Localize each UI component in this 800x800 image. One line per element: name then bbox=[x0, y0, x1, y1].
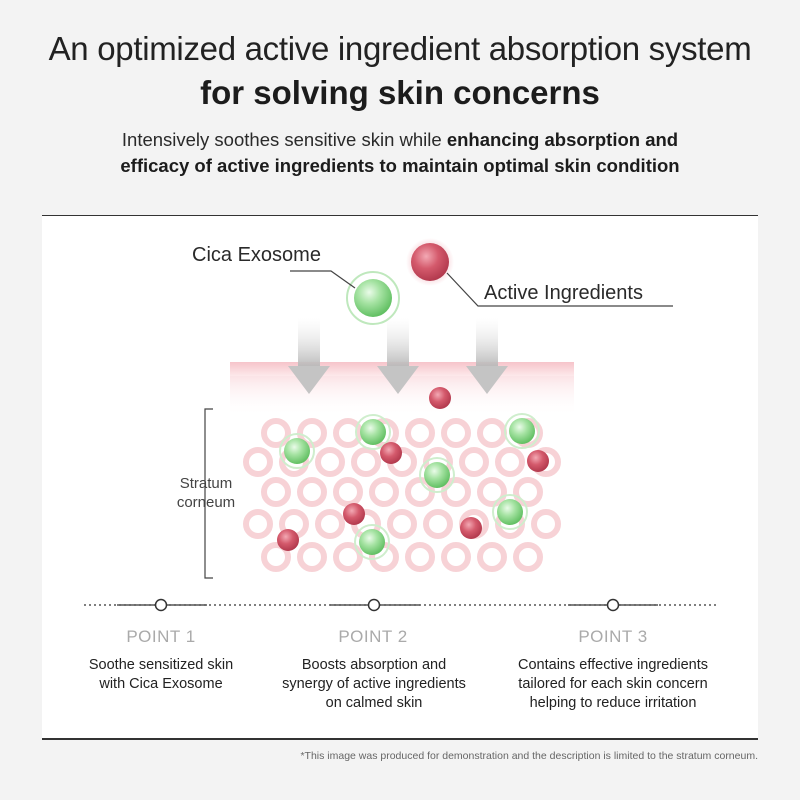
point-2-title: POINT 2 bbox=[338, 627, 408, 646]
diagram-panel bbox=[42, 216, 758, 739]
cica-exosome-molecule bbox=[424, 462, 450, 488]
cica-exosome-ring bbox=[504, 413, 540, 449]
active-ingredients-label: Active Ingredients bbox=[484, 282, 643, 304]
skin-cell bbox=[405, 542, 435, 572]
active-ingredient-molecule bbox=[380, 442, 402, 464]
active-ingredient-molecule bbox=[343, 503, 365, 525]
skin-cell bbox=[243, 447, 273, 477]
stratum-corneum-label: Stratum corneum bbox=[176, 475, 236, 511]
skin-cell bbox=[513, 477, 543, 507]
cica-exosome-molecule bbox=[497, 499, 523, 525]
skin-cell bbox=[315, 447, 345, 477]
cica-exosome-molecule bbox=[360, 419, 386, 445]
ingredient-molecules bbox=[277, 387, 549, 560]
cica-exosome-molecule bbox=[354, 279, 392, 317]
skin-cell bbox=[369, 477, 399, 507]
exosome-callout-line bbox=[290, 270, 356, 289]
subtitle-bold-1: enhancing absorption and bbox=[446, 129, 679, 150]
down-arrow-icon bbox=[377, 318, 419, 394]
skin-cell bbox=[441, 542, 471, 572]
cica-exosome-molecule bbox=[509, 418, 535, 444]
cica-exosome-ring bbox=[419, 457, 455, 493]
skin-cell bbox=[513, 542, 543, 572]
cica-exosome-ring bbox=[279, 433, 315, 469]
skin-cell bbox=[261, 477, 291, 507]
point-1-title: POINT 1 bbox=[126, 627, 196, 646]
skin-cell bbox=[441, 418, 471, 448]
skin-cell bbox=[423, 509, 453, 539]
skin-cell bbox=[351, 447, 381, 477]
skin-cell bbox=[261, 542, 291, 572]
cica-exosome-ring bbox=[346, 271, 400, 325]
skin-cell bbox=[333, 477, 363, 507]
down-arrow-icon bbox=[466, 318, 508, 394]
timeline-node bbox=[606, 598, 620, 612]
cica-exosome-molecule bbox=[284, 438, 310, 464]
headline-line-2: for solving skin concerns bbox=[200, 74, 600, 111]
subtitle-bold-2: efficacy of active ingredients to mainta… bbox=[120, 155, 680, 176]
skin-cell bbox=[477, 477, 507, 507]
headline-line-1: An optimized active ingredient absorptio… bbox=[48, 30, 752, 67]
skin-cell bbox=[459, 447, 489, 477]
skin-cell bbox=[387, 509, 417, 539]
subtitle-prefix: Intensively soothes sensitive skin while bbox=[121, 129, 447, 150]
skin-cell bbox=[297, 477, 327, 507]
subtitle: Intensively soothes sensitive skin while… bbox=[0, 127, 800, 179]
skin-cell bbox=[477, 542, 507, 572]
cica-exosome-ring bbox=[492, 494, 528, 530]
cica-exosome-label: Cica Exosome bbox=[192, 244, 321, 266]
top-divider bbox=[42, 215, 758, 217]
down-arrow-icon bbox=[288, 318, 330, 394]
skin-cell bbox=[261, 418, 291, 448]
active-callout-line bbox=[446, 272, 673, 307]
active-ingredient-molecule bbox=[411, 243, 449, 281]
skin-cell bbox=[297, 542, 327, 572]
disclaimer-footnote: *This image was produced for demonstrati… bbox=[300, 750, 758, 762]
bottom-divider bbox=[42, 738, 758, 740]
point-3-title: POINT 3 bbox=[578, 627, 648, 646]
skin-cell bbox=[531, 509, 561, 539]
active-ingredient-molecule bbox=[277, 529, 299, 551]
absorption-arrows bbox=[288, 318, 508, 394]
skin-cell bbox=[333, 418, 363, 448]
cica-exosome-ring bbox=[354, 524, 390, 560]
timeline-node bbox=[367, 598, 381, 612]
skin-cell bbox=[441, 477, 471, 507]
timeline-node bbox=[154, 598, 168, 612]
active-ingredient-molecule bbox=[429, 387, 451, 409]
active-ingredient-molecule bbox=[527, 450, 549, 472]
cica-exosome-molecule bbox=[359, 529, 385, 555]
active-ingredient-molecule bbox=[460, 517, 482, 539]
skin-cell bbox=[477, 418, 507, 448]
skin-cell bbox=[315, 509, 345, 539]
skin-cell bbox=[495, 447, 525, 477]
stratum-bracket bbox=[204, 408, 213, 579]
skin-cell bbox=[243, 509, 273, 539]
cica-exosome-ring bbox=[355, 414, 391, 450]
skin-cell bbox=[405, 418, 435, 448]
skin-cell bbox=[333, 542, 363, 572]
